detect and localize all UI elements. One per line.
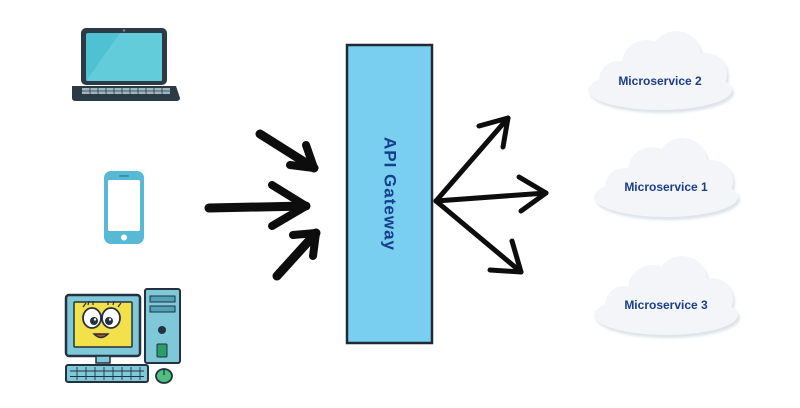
laptop-icon — [72, 28, 180, 101]
cloud-icon — [594, 138, 740, 220]
cloud-icon — [594, 256, 740, 338]
gateway-to-service-arrows — [433, 115, 549, 275]
arrow-to-microservice-1 — [433, 174, 549, 214]
microservice-2-cloud: Microservice 2 — [588, 31, 734, 113]
microservice-1-label: Microservice 1 — [624, 180, 708, 194]
microservice-1-cloud: Microservice 1 — [594, 138, 740, 220]
api-gateway-label: API Gateway — [381, 137, 400, 251]
microservice-3-label: Microservice 3 — [624, 298, 708, 312]
desktop-computer-icon — [64, 288, 181, 384]
arrow-to-microservice-2 — [433, 115, 511, 204]
arrow-from-smartphone — [204, 181, 311, 230]
arrow-from-laptop — [255, 129, 319, 173]
api-gateway-box: API Gateway — [345, 43, 434, 345]
microservice-2-label: Microservice 2 — [618, 74, 702, 88]
client-to-gateway-arrows — [204, 129, 321, 281]
smartphone-icon — [104, 171, 144, 244]
arrow-to-microservice-3 — [433, 198, 524, 275]
microservice-3-cloud: Microservice 3 — [594, 256, 740, 338]
cloud-icon — [588, 31, 734, 113]
arrow-from-desktop — [272, 228, 321, 281]
